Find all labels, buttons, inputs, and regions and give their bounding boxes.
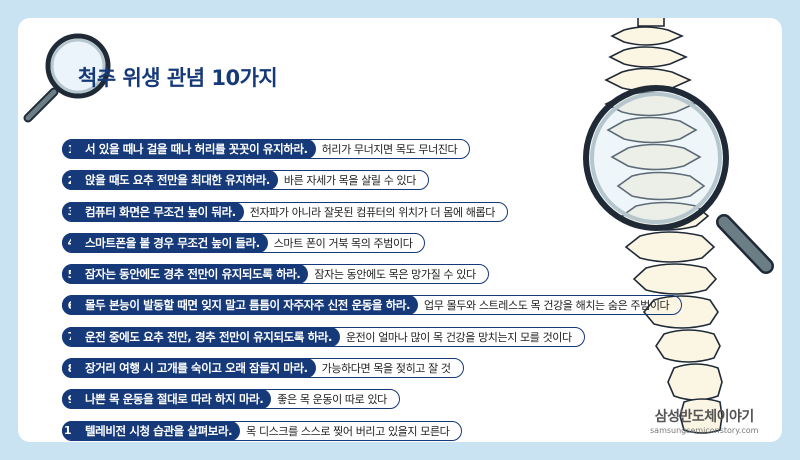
- item-main: 서 있을 때나 걸을 때나 허리를 꼿꼿이 유지하라.: [71, 139, 316, 159]
- list-item: 1서 있을 때나 걸을 때나 허리를 꼿꼿이 유지하라.허리가 무너지면 목도 …: [62, 139, 602, 161]
- item-main: 스마트폰을 볼 경우 무조건 높이 들라.: [71, 232, 268, 253]
- item-sub: 운전이 얼마나 많이 목 건강을 망치는지 모를 것이다: [345, 330, 572, 344]
- brand-url: samsungsemiconstory.com: [650, 426, 759, 435]
- spine-illustration: [583, 18, 774, 434]
- list-item: 8장거리 여행 시 고개를 숙이고 오래 잠들지 마라.가능하다면 목을 젖히고…: [62, 358, 602, 380]
- item-main: 컴퓨터 화면은 무조건 높이 둬라.: [71, 201, 244, 222]
- item-sub: 바른 자세가 목을 살릴 수 있다: [283, 174, 417, 188]
- list-item: 2앉을 때도 요추 전만을 최대한 유지하라.바른 자세가 목을 살릴 수 있다: [62, 170, 602, 192]
- list-item: 10텔레비전 시청 습관을 살펴보라.목 디스크를 스스로 찢어 버리고 있을지…: [62, 420, 602, 442]
- item-sub: 잠자는 동안에도 목은 망가질 수 있다: [314, 268, 476, 282]
- item-list: 1서 있을 때나 걸을 때나 허리를 꼿꼿이 유지하라.허리가 무너지면 목도 …: [62, 139, 683, 442]
- item-main: 장거리 여행 시 고개를 숙이고 오래 잠들지 마라.: [71, 358, 316, 379]
- list-item: 3컴퓨터 화면은 무조건 높이 둬라.전자파가 아니라 잘못된 컴퓨터의 위치가…: [62, 201, 602, 224]
- list-item: 9나쁜 목 운동을 절대로 따라 하지 마라.좋은 목 운동이 따로 있다: [62, 389, 602, 411]
- item-sub: 좋은 목 운동이 따로 있다: [277, 393, 387, 407]
- item-main: 나쁜 목 운동을 절대로 따라 하지 마라.: [71, 389, 272, 410]
- infographic-card: 척추 위생 관념 10가지 1서 있을 때나 걸을 때나 허리를 꼿꼿: [18, 18, 782, 442]
- magnifier-icon: [23, 33, 111, 123]
- item-main: 몰두 본능이 발동할 때면 잊지 말고 틈틈이 자주자주 신전 운동을 하라.: [71, 295, 419, 316]
- item-sub: 허리가 무너지면 목도 무너진다: [321, 143, 458, 156]
- list-item: 6몰두 본능이 발동할 때면 잊지 말고 틈틈이 자주자주 신전 운동을 하라.…: [62, 295, 683, 317]
- list-item: 4스마트폰을 볼 경우 무조건 높이 들라.스마트 폰이 거북 목의 주범이다: [62, 232, 602, 255]
- list-item: 5잠자는 동안에도 경추 전만이 유지되도록 하라.잠자는 동안에도 목은 망가…: [62, 264, 602, 286]
- item-sub: 전자파가 아니라 잘못된 컴퓨터의 위치가 더 몸에 해롭다: [249, 205, 496, 219]
- item-main: 운전 중에도 요추 전만, 경추 전만이 유지되도록 하라.: [71, 326, 340, 347]
- brand-logo: 삼성반도체이야기 samsungsemiconstory.com: [650, 406, 758, 435]
- brand-name: 삼성반도체이야기: [654, 409, 755, 425]
- item-sub: 스마트 폰이 거북 목의 주범이다: [273, 236, 413, 250]
- list-item: 7운전 중에도 요추 전만, 경추 전만이 유지되도록 하라.운전이 얼마나 많…: [62, 326, 602, 349]
- item-main: 잠자는 동안에도 경추 전만이 유지되도록 하라.: [71, 264, 309, 285]
- item-main: 앉을 때도 요추 전만을 최대한 유지하라.: [71, 170, 278, 191]
- page-title: 척추 위생 관념 10가지: [78, 66, 278, 90]
- item-main: 텔레비전 시청 습관을 살펴보라.: [71, 420, 241, 441]
- item-sub: 업무 몰두와 스트레스도 목 건강을 해치는 숨은 주범이다: [424, 299, 670, 313]
- item-sub: 가능하다면 목을 젖히고 잘 것: [321, 362, 451, 376]
- item-sub: 목 디스크를 스스로 찢어 버리고 있을지 모른다: [246, 424, 450, 438]
